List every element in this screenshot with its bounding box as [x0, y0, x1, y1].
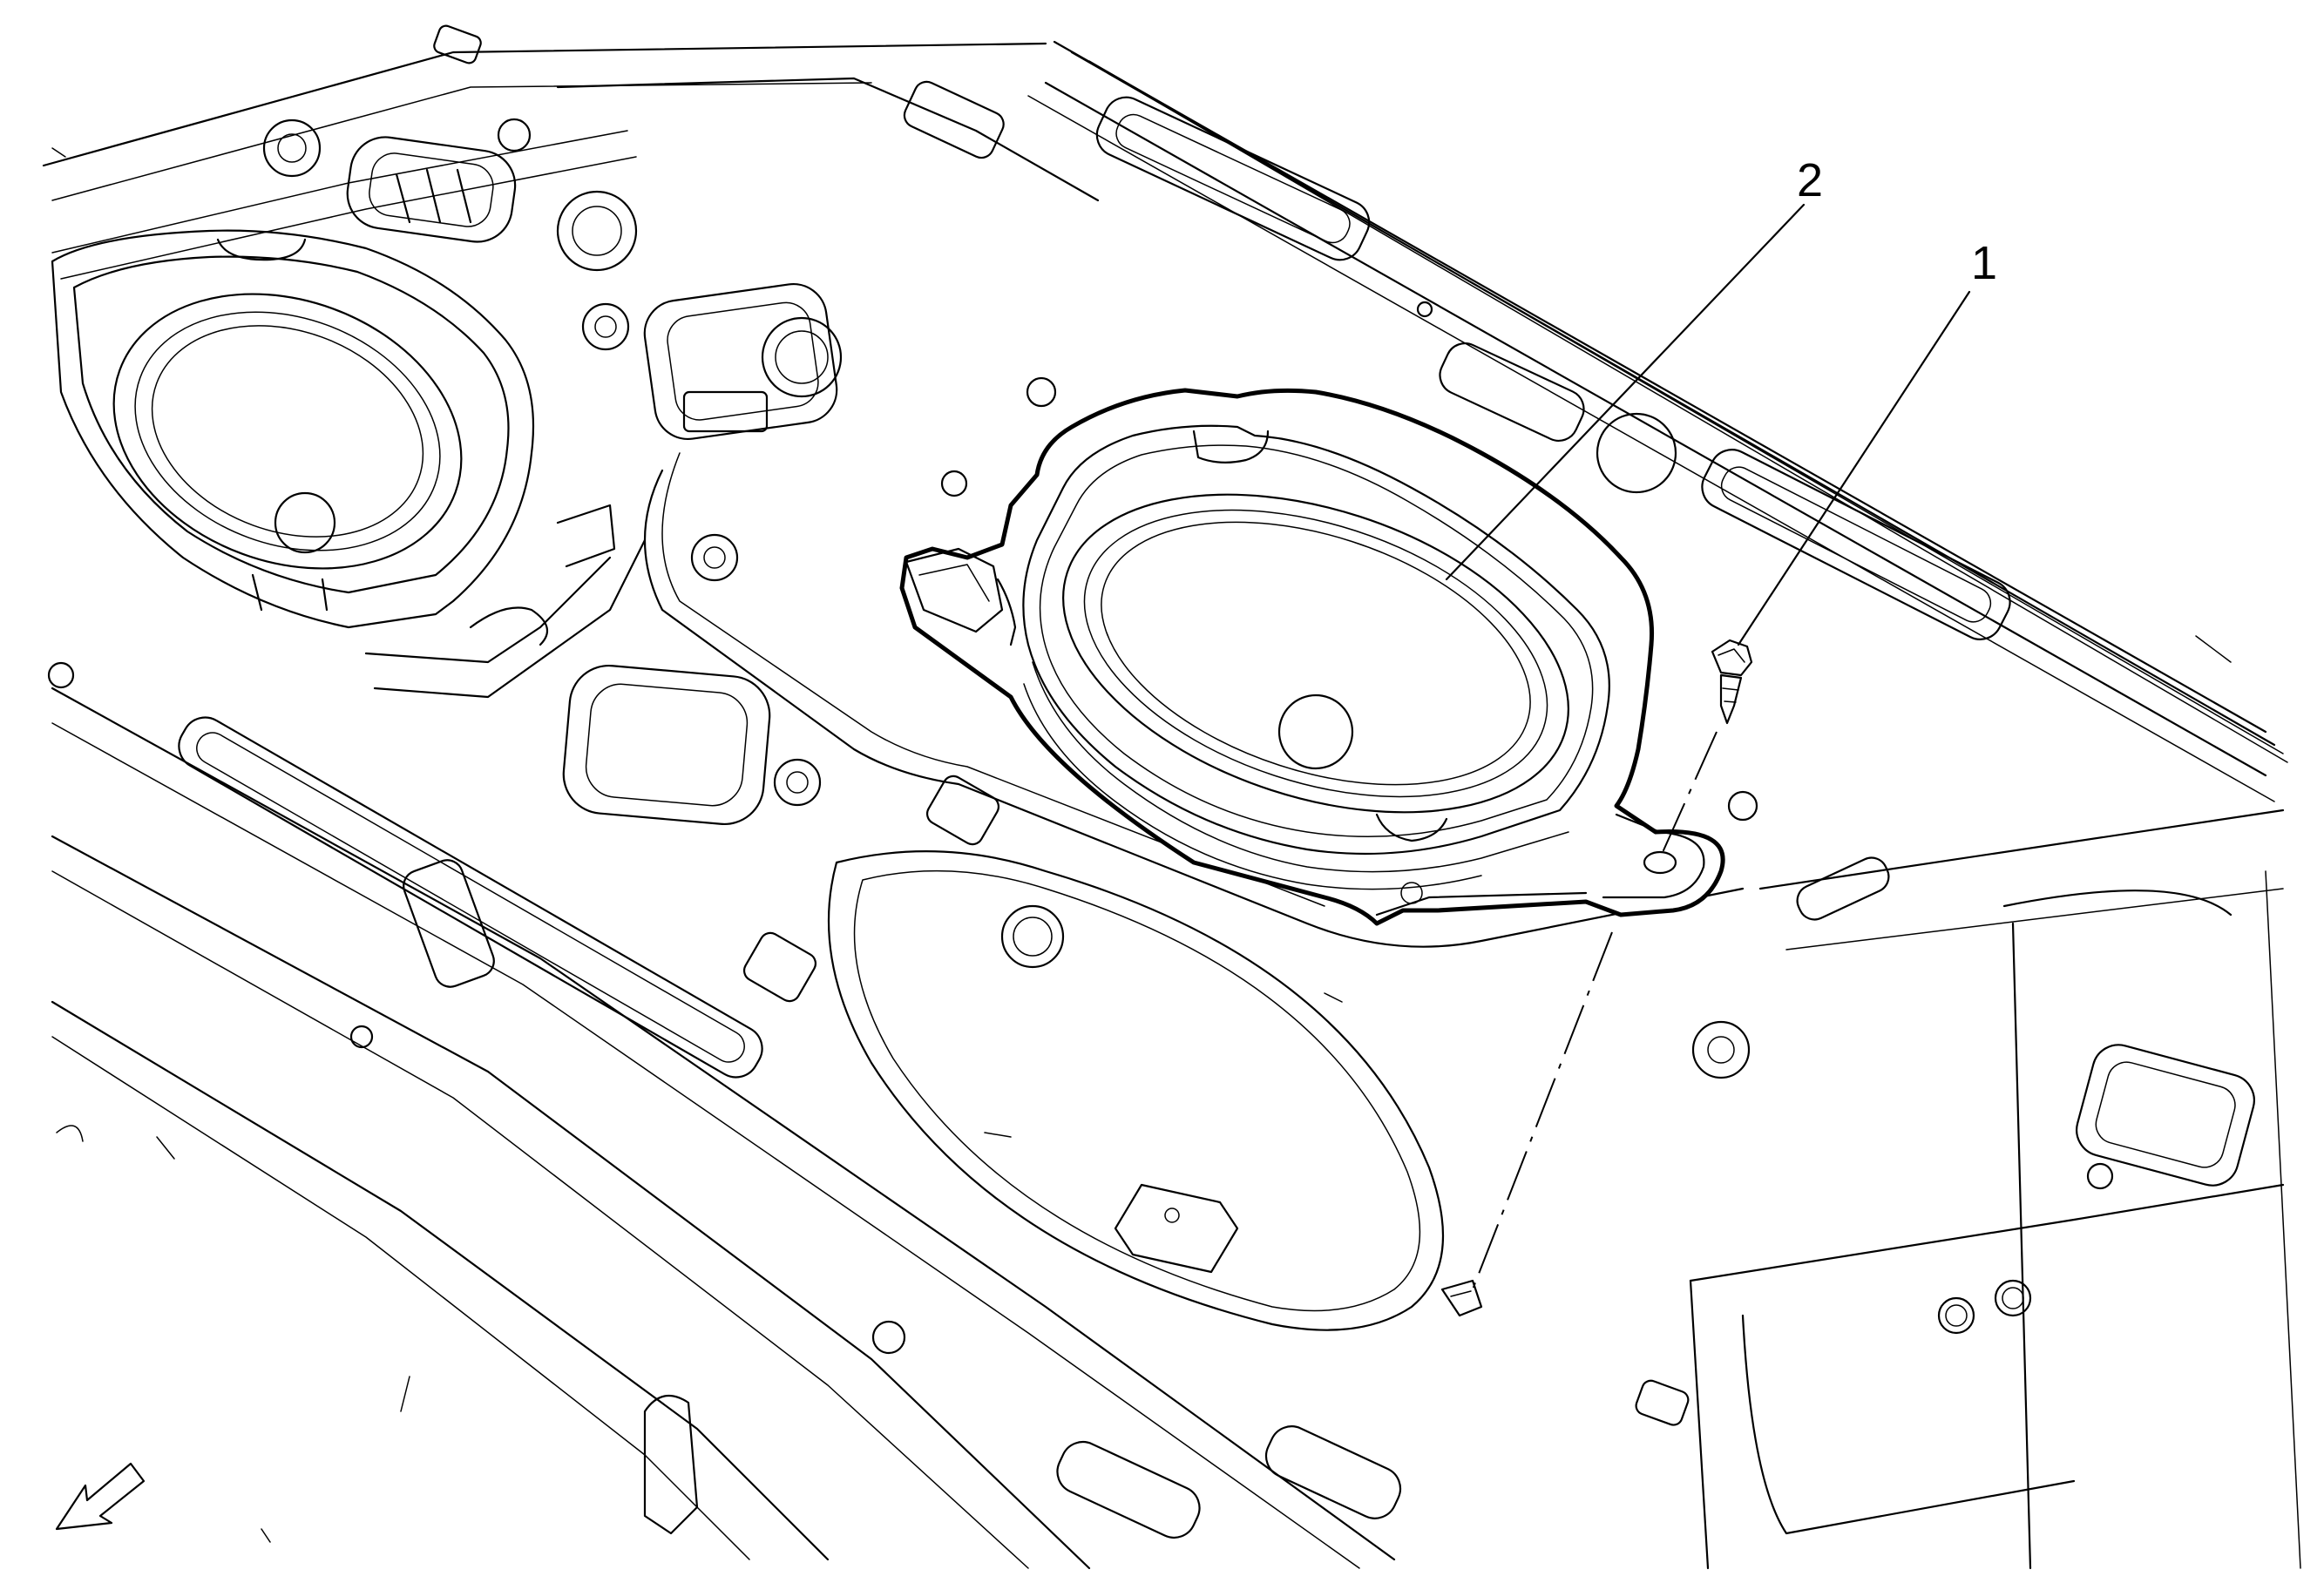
speaker-housing-fastener	[1711, 639, 1753, 725]
callout-2-label: 2	[1797, 154, 1823, 206]
callout-1: 1	[1737, 237, 1997, 646]
speaker-housing	[899, 388, 1725, 926]
detail-marks	[51, 147, 2232, 1543]
installation-axis-lines	[1440, 731, 1718, 1317]
rear-shelf-panel	[42, 24, 2301, 1570]
callout-2: 2	[1445, 154, 1823, 581]
callout-1-label: 1	[1971, 237, 1997, 289]
left-speaker-housing	[51, 229, 647, 699]
front-direction-arrow-icon	[55, 1462, 146, 1531]
